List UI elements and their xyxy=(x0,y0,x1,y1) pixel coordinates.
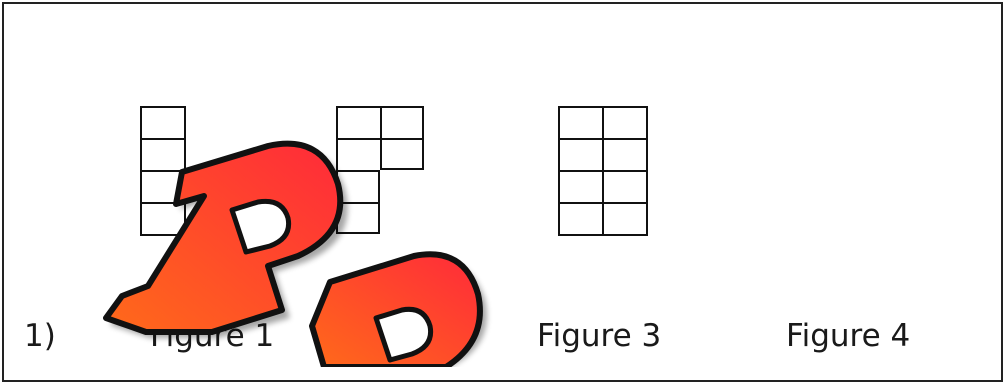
grid-square xyxy=(336,202,380,234)
grid-square xyxy=(560,204,604,236)
figure-2-label: Figure 2 xyxy=(318,318,442,354)
grid-square xyxy=(560,108,604,140)
grid-square xyxy=(380,138,424,170)
grid-square xyxy=(560,172,604,204)
grid-square xyxy=(336,106,380,138)
grid-square xyxy=(604,204,648,236)
grid-empty xyxy=(380,170,424,202)
grid-square xyxy=(336,138,380,170)
grid-square xyxy=(380,106,424,138)
grid-square xyxy=(142,140,186,172)
grid-square xyxy=(604,108,648,140)
figure-1-grid xyxy=(140,106,186,236)
grid-square xyxy=(604,172,648,204)
figure-4-label: Figure 4 xyxy=(786,318,910,354)
grid-square xyxy=(142,204,186,236)
grid-square xyxy=(604,140,648,172)
figure-3-grid xyxy=(558,106,648,236)
figure-2-grid xyxy=(336,106,424,234)
grid-square xyxy=(142,172,186,204)
grid-square xyxy=(336,170,380,202)
figure-3-label: Figure 3 xyxy=(537,318,661,354)
grid-square xyxy=(560,140,604,172)
grid-empty xyxy=(380,202,424,234)
figure-1-label: Figure 1 xyxy=(150,318,274,354)
question-number: 1) xyxy=(24,318,56,354)
grid-square xyxy=(142,108,186,140)
